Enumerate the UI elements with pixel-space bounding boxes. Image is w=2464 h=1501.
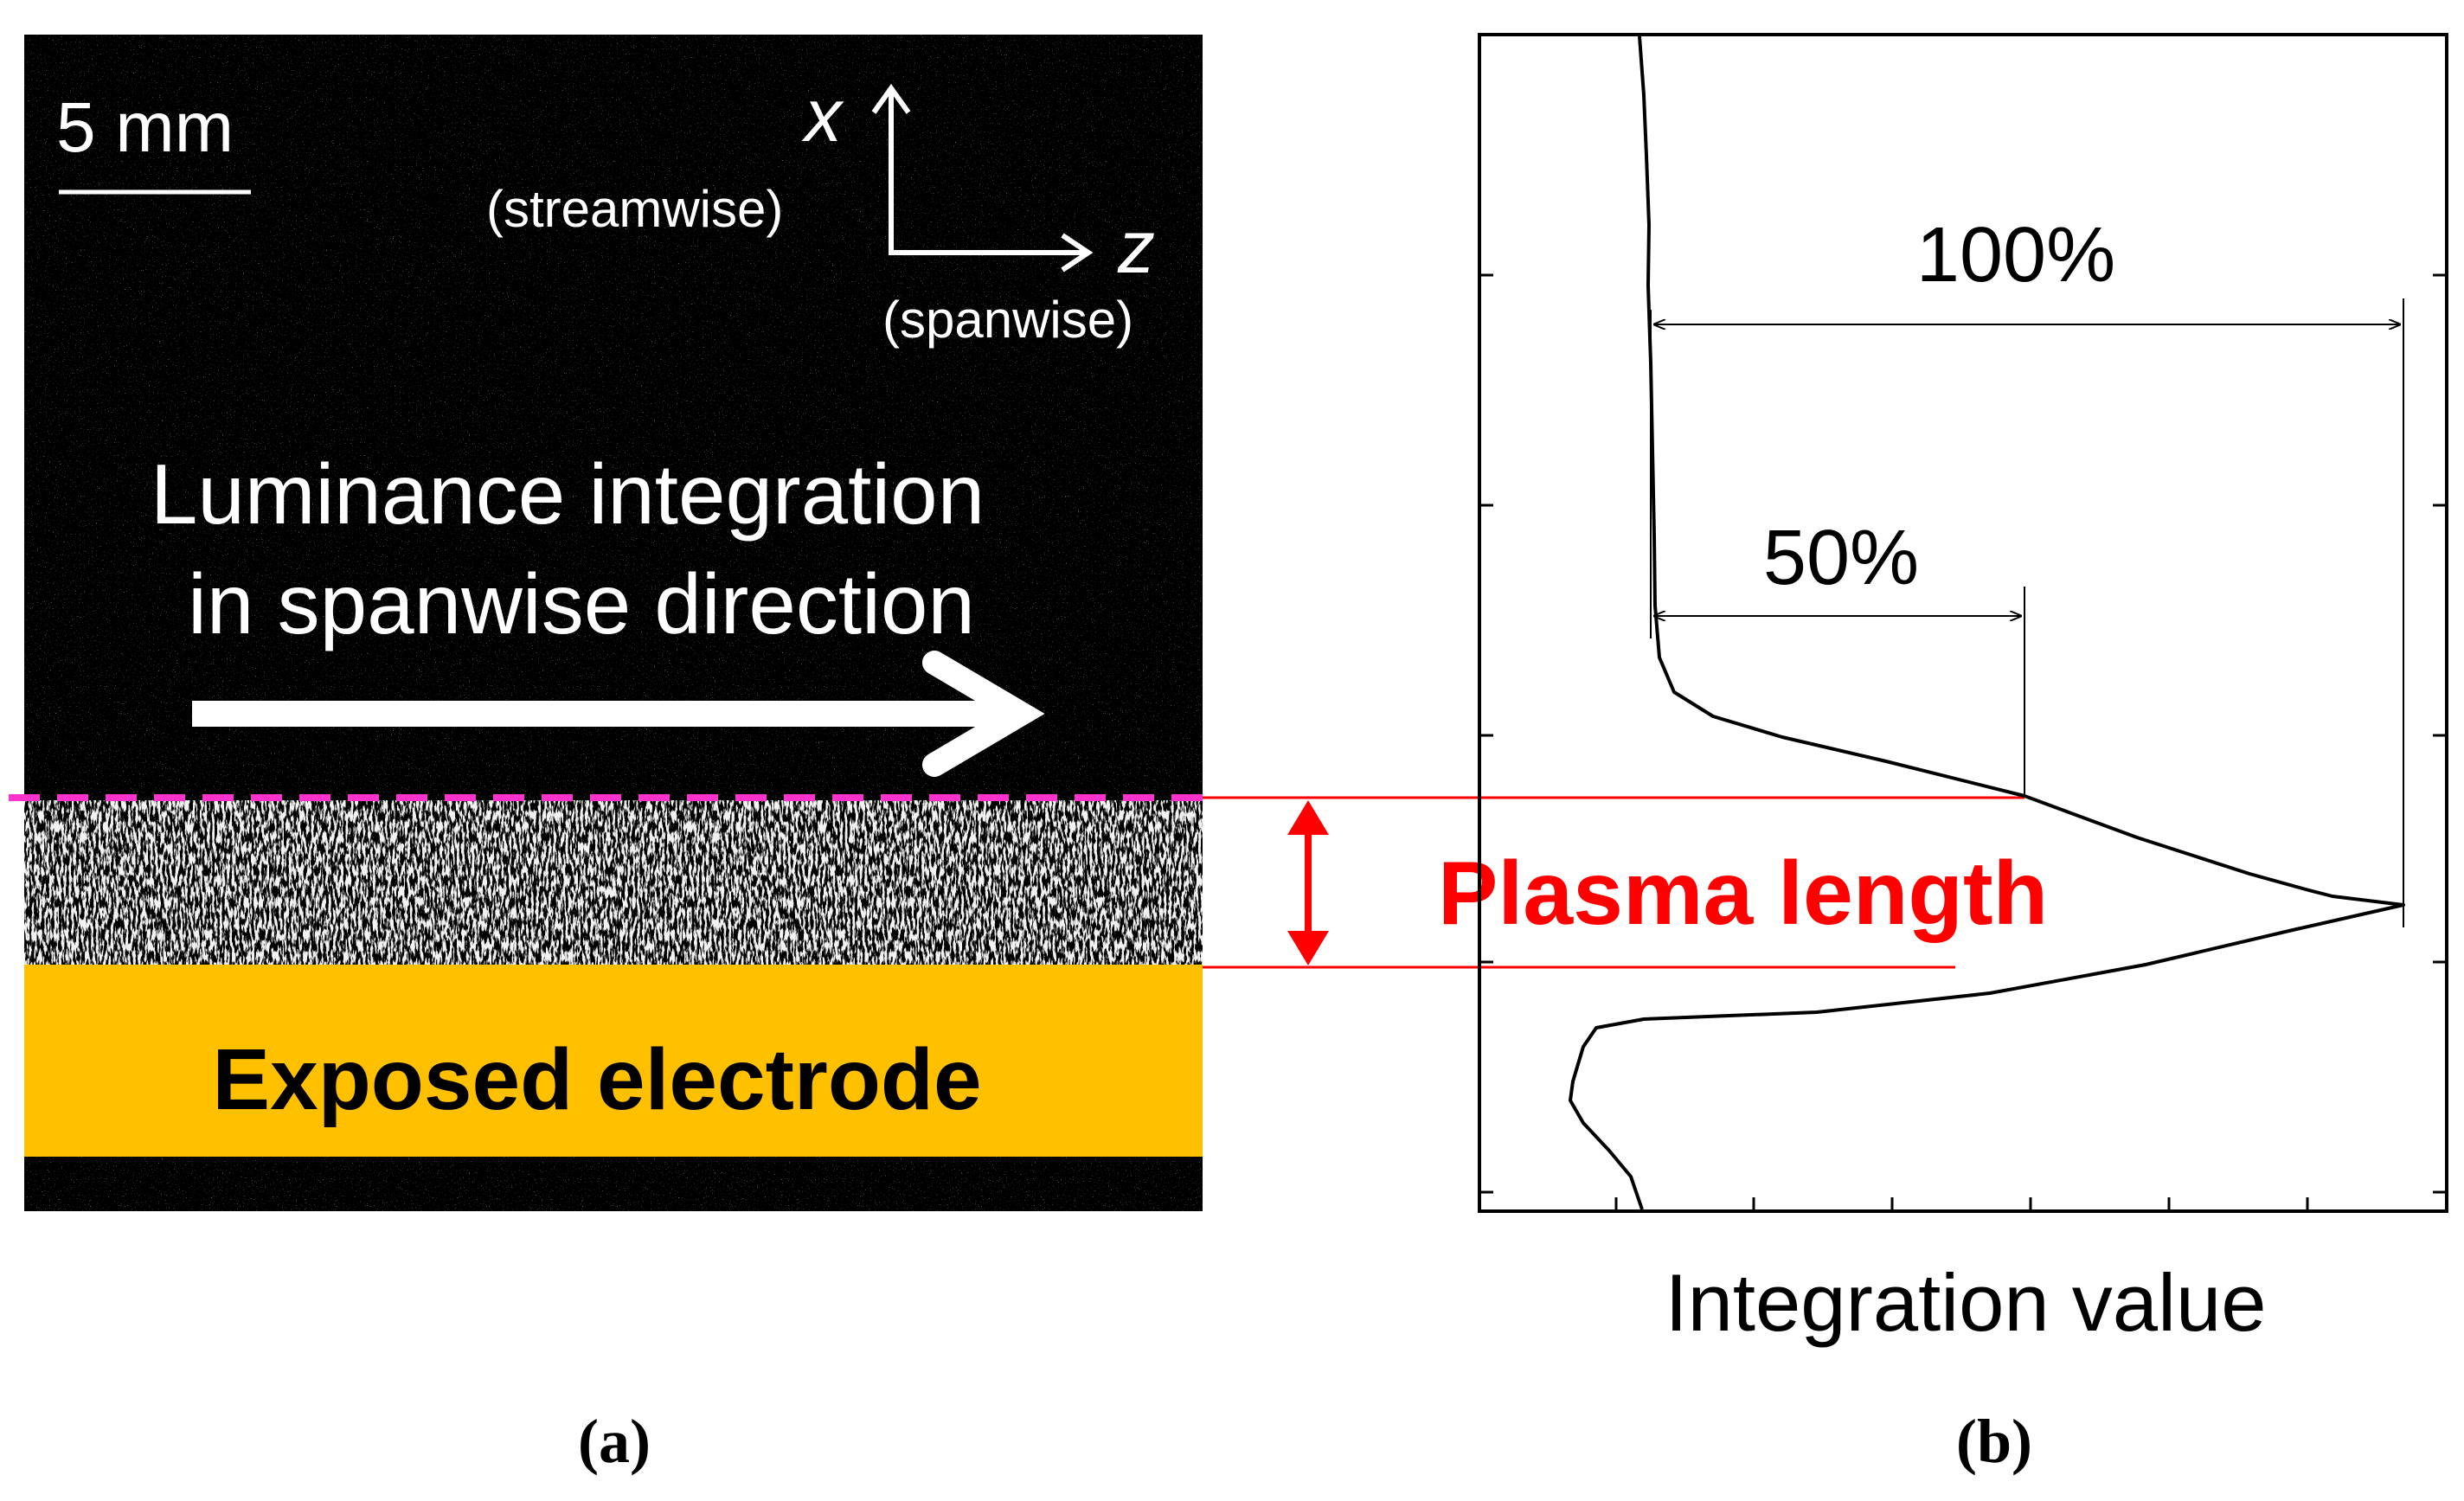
caption-b: (b) (1956, 1407, 2032, 1476)
plot-frame (1478, 33, 2448, 1213)
plasma-length-annotation: Plasma length (9, 794, 2048, 969)
label-50-percent: 50% (1763, 515, 1919, 601)
plasma-region (24, 800, 1203, 965)
exposed-electrode (24, 965, 1203, 1157)
caption-a: (a) (578, 1407, 651, 1476)
x-axis-title: Integration value (1665, 1257, 2266, 1348)
z-axis-label: z (1117, 206, 1155, 289)
z-axis-arrowhead (1061, 233, 1094, 273)
panel-b: 100% 50% Integration value (b) (1478, 33, 2448, 1476)
z-axis-sublabel: (spanwise) (882, 291, 1133, 349)
label-100-percent: 100% (1916, 212, 2115, 298)
scale-bar-label: 5 mm (56, 88, 234, 167)
plasma-arrowhead-bottom (1287, 931, 1329, 965)
x-axis-sublabel: (streamwise) (486, 180, 783, 238)
panel-a: 5 mm x (streamwise) z (spanwise) Luminan… (24, 35, 1203, 1476)
x-axis-arrowhead (871, 83, 911, 114)
coordinate-axes: x (streamwise) z (spanwise) (486, 74, 1155, 349)
electrode-label: Exposed electrode (212, 1031, 981, 1128)
integration-text-line1: Luminance integration (151, 446, 985, 542)
integration-text-line2: in spanwise direction (188, 556, 975, 651)
plasma-arrowhead-top (1287, 800, 1329, 835)
integration-arrowhead (922, 651, 1045, 777)
plasma-length-label: Plasma length (1438, 844, 2048, 944)
ticks (1479, 273, 2447, 1211)
x-axis-label: x (801, 74, 844, 157)
